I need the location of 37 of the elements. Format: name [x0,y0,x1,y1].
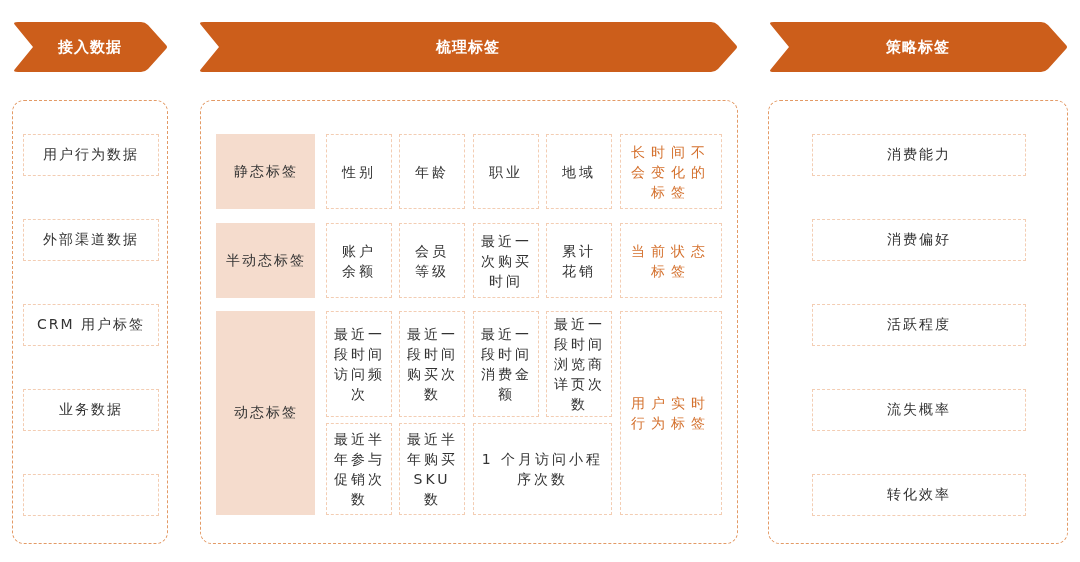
category-box: 动态标签 [216,311,315,515]
tag-box: 年龄 [399,134,465,209]
category-box: 静态标签 [216,134,315,209]
tag-box: 最近一次购买时间 [473,223,539,298]
tag-box: 会员等级 [399,223,465,298]
tag-box [23,474,159,516]
tag-box: 最近一段时间消费金额 [473,311,539,417]
tag-box: 用户行为数据 [23,134,159,176]
chevron-banner: 接入数据 [12,22,168,72]
tag-box: CRM 用户标签 [23,304,159,346]
tag-box: 消费偏好 [812,219,1026,261]
tag-box: 活跃程度 [812,304,1026,346]
chevron-banner: 策略标签 [768,22,1068,72]
tag-box: 消费能力 [812,134,1026,176]
note-box: 当前状态标签 [620,223,722,298]
tag-box: 最近半年参与促销次数 [326,423,392,515]
tag-box: 累计花销 [546,223,612,298]
tag-box: 流失概率 [812,389,1026,431]
chevron-banner: 梳理标签 [198,22,738,72]
note-box: 长时间不会变化的标签 [620,134,722,209]
tag-box: 外部渠道数据 [23,219,159,261]
tag-box: 账户余额 [326,223,392,298]
tag-box: 性别 [326,134,392,209]
tag-box: 职业 [473,134,539,209]
tag-box: 最近一段时间访问频次 [326,311,392,417]
tag-box: 最近一段时间浏览商详页次数 [546,311,612,417]
tag-box: 业务数据 [23,389,159,431]
category-box: 半动态标签 [216,223,315,298]
dashed-panel [12,100,168,544]
tag-box: 最近半年购买SKU数 [399,423,465,515]
note-box: 用户实时行为标签 [620,311,722,515]
dashed-panel [200,100,738,544]
tag-box: 地域 [546,134,612,209]
tag-box: 1 个月访问小程序次数 [473,423,612,515]
tag-box: 最近一段时间购买次数 [399,311,465,417]
tag-box: 转化效率 [812,474,1026,516]
dashed-panel [768,100,1068,544]
